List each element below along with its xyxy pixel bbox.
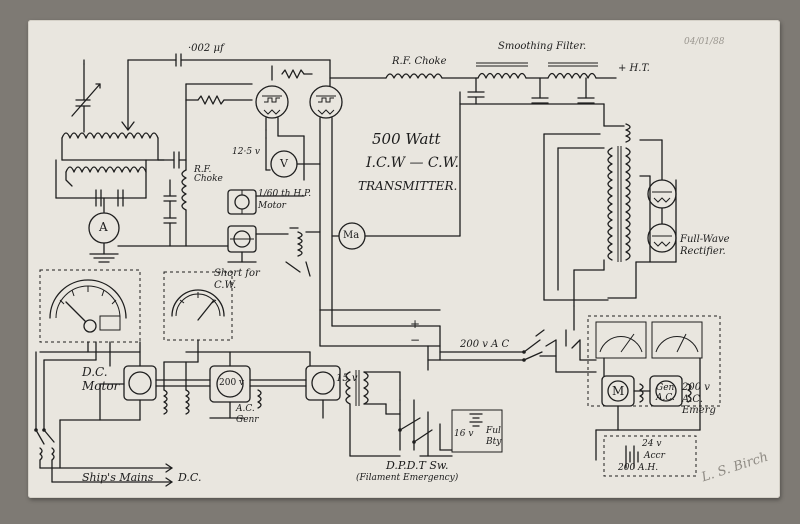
motor-fraction-label: 1/60 th H.P. [258, 189, 312, 199]
grid-capacitor-pair [95, 189, 124, 207]
fifteen-volt-label: 15 v [336, 373, 358, 384]
battery-label: Ful Bty [486, 426, 502, 447]
emergency-generator-label: Gen A.C. [656, 383, 675, 403]
filament-emergency-label: (Filament Emergency) [356, 473, 459, 483]
small-generator [227, 225, 257, 253]
emergency-motor-label: M [612, 384, 625, 398]
title-line-3: TRANSMITTER. [358, 179, 458, 193]
oscillator-valve-2 [309, 85, 343, 119]
dpdt-filament-switch [398, 399, 453, 457]
ac-changeover-switch [522, 329, 581, 373]
rectifier-valve-1 [647, 179, 677, 209]
emergency-generator [649, 375, 683, 407]
tank-coil-upper [61, 132, 159, 161]
negative-terminal-label: − [410, 333, 421, 347]
accumulator-capacity-label: 200 A.H. [618, 463, 659, 473]
ac-generator-label: A.C. Genr [236, 404, 259, 425]
dpdt-switch-label: D.P.D.T Sw. [386, 459, 449, 472]
ac-200-label: 200 v A C [460, 339, 510, 350]
capacitor-rating-label: ·002 μf [188, 43, 224, 54]
title-line-1: 500 Watt [372, 130, 441, 148]
paper-sheet [28, 20, 780, 498]
mains-switch [34, 428, 55, 461]
rf-choke-left-label: R.F. Choke [194, 165, 223, 184]
pencil-number: 04/01/88 [684, 37, 725, 47]
field-regulator-dial [171, 289, 225, 321]
rf-choke-top-label: R.F. Choke [392, 56, 447, 67]
ammeter-label: A [99, 220, 108, 234]
dc-motor [123, 365, 157, 401]
smoothing-filter-label: Smoothing Filter. [498, 41, 587, 52]
accumulator-volts-label: 24 v [642, 439, 662, 449]
milliammeter-label: Ma [343, 230, 360, 241]
filament-battery [451, 409, 503, 453]
rectifier-valve-2 [647, 223, 677, 253]
emergency-meters [595, 321, 703, 359]
plate-transformer [607, 123, 631, 262]
ships-mains-label: Ship's Mains [82, 471, 154, 484]
ground-symbol [89, 253, 119, 263]
voltmeter-label: V [280, 157, 288, 170]
smoothing-choke-1 [476, 62, 528, 79]
accumulator-label: Accr [644, 451, 665, 461]
ac-generator [209, 365, 251, 403]
emergency-motor [601, 375, 635, 407]
emergency-200v-label: 200 v A.C. Emerg [682, 382, 716, 416]
dc-starter-dial [49, 279, 127, 333]
rf-choke-left-coil [181, 169, 187, 211]
motor-word-label: Motor [258, 201, 286, 211]
ht-label: + H.T. [618, 63, 650, 74]
fullwave-rectifier-label: Full-Wave Rectifier. [680, 234, 730, 257]
rf-choke-top [385, 73, 443, 79]
dc-motor-label: D.C. Motor [82, 365, 120, 393]
sixteen-volt-label: 16 v [454, 429, 474, 439]
small-motor [227, 189, 257, 215]
tank-coil-lower [65, 166, 147, 173]
keying-relay [285, 227, 321, 277]
dc-supply-label: D.C. [178, 471, 202, 484]
variable-capacitor-top-left [71, 63, 101, 133]
oscillator-valve-1 [255, 85, 289, 119]
positive-terminal-label: + [410, 317, 421, 331]
ac-generator-volts-label: 200 v [219, 378, 245, 388]
filament-transformer [345, 370, 369, 406]
accumulator-cells [625, 445, 639, 469]
exciter-generator [305, 365, 341, 401]
dc-starter-box [39, 269, 141, 343]
rf-choke-left-cap [173, 151, 180, 169]
smoothing-choke-2 [547, 62, 598, 79]
filament-volts-label: 12·5 v [232, 147, 260, 157]
short-for-cw-label: Short for C.W. [214, 268, 260, 291]
coupling-capacitor-002 [175, 53, 182, 67]
title-line-2: I.C.W — C.W. [366, 155, 459, 171]
